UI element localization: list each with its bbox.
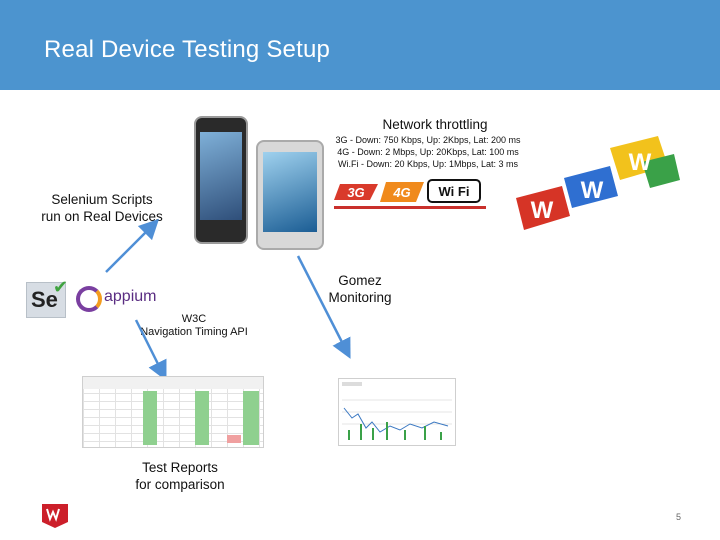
w3c-label-line2: Navigation Timing API	[140, 326, 248, 338]
puzzle-piece-red	[516, 186, 570, 230]
company-logo	[42, 504, 68, 528]
network-badges: 3G 4G Wi Fi	[334, 179, 486, 209]
selenium-label-line1: Selenium Scripts	[51, 192, 153, 207]
selenium-logo-text: Se	[31, 287, 58, 312]
puzzle-letter-3: W	[629, 149, 652, 176]
arrow-device-to-gomez-report	[296, 255, 351, 359]
badge-3g-swoosh	[334, 184, 378, 200]
gomez-chart-thumbnail	[338, 378, 456, 446]
reports-label-line1: Test Reports	[142, 460, 218, 475]
iphone-image	[194, 116, 248, 244]
badge-4g-swoosh	[380, 182, 424, 202]
network-line-4g: 4G - Down: 2 Mbps, Up: 20Kbps, Lat: 100 …	[337, 147, 519, 157]
network-line-wifi: Wi.Fi - Down: 20 Kbps, Up: 1Mbps, Lat: 3…	[337, 159, 519, 169]
puzzle-piece-blue	[564, 166, 618, 208]
puzzle-piece-green	[642, 154, 680, 188]
badge-4g-label: 4G	[392, 185, 410, 200]
puzzle-letter-2: W	[581, 177, 604, 204]
w3c-label-line1: W3C	[181, 313, 207, 325]
slide-header: Real Device Testing Setup	[0, 0, 720, 90]
gomez-label-line1: Gomez	[338, 273, 382, 288]
network-heading: Network throttling	[382, 117, 488, 132]
puzzle-letter-1: W	[531, 197, 554, 224]
selenium-label-line2: run on Real Devices	[41, 209, 163, 224]
appium-swirl-icon	[76, 286, 102, 312]
badge-3g-label: 3G	[347, 185, 364, 200]
network-line-3g: 3G - Down: 750 Kbps, Up: 2Kbps, Lat: 200…	[335, 135, 521, 145]
selenium-logo: Se ✔	[26, 277, 68, 318]
badge-wifi-box	[427, 179, 481, 203]
puzzle-www-image: W W W	[516, 136, 680, 230]
badge-wifi-label: Wi Fi	[439, 184, 470, 199]
gomez-label-line2: Monitoring	[328, 290, 392, 305]
badge-underline	[334, 206, 486, 209]
arrow-logos-to-test-report	[134, 319, 167, 381]
android-phone-image	[256, 140, 324, 250]
arrow-selenium-to-device	[105, 218, 160, 273]
reports-label-line2: for comparison	[135, 477, 225, 492]
appium-logo: appium	[76, 286, 156, 312]
check-icon: ✔	[53, 277, 69, 297]
appium-logo-text: appium	[104, 288, 157, 305]
test-report-table-thumbnail	[82, 376, 264, 448]
slide-title: Real Device Testing Setup	[44, 36, 331, 63]
page-number: 5	[676, 512, 682, 522]
